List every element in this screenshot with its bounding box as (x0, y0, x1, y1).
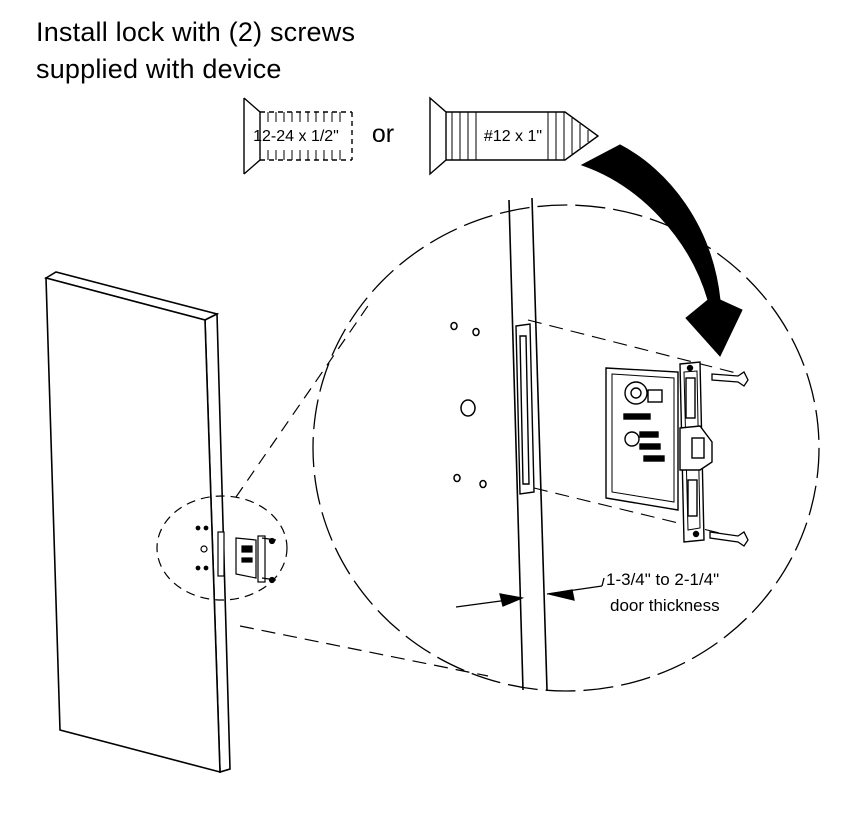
small-lock-detail (156, 495, 288, 601)
door-edge (508, 197, 548, 691)
insert-arrow (580, 144, 743, 357)
mortise-pocket (515, 323, 535, 495)
instruction-line-2: supplied with device (36, 54, 282, 84)
guide-lines (527, 319, 741, 539)
lock-screws (709, 371, 749, 547)
instruction-line-1: Install lock with (2) screws (36, 17, 356, 47)
machine-screw-label: 12-24 x 1/2" (253, 128, 339, 145)
door-holes (450, 321, 487, 489)
mortise-lock (605, 361, 713, 543)
wood-screw (429, 96, 600, 176)
thickness-dimension (455, 577, 605, 608)
machine-screw (243, 97, 353, 175)
dimension-line-2: door thickness (610, 596, 720, 615)
wood-screw-label: #12 x 1" (484, 128, 542, 145)
magnified-view (312, 204, 820, 692)
or-connector: or (372, 120, 394, 148)
door (43, 271, 231, 774)
callout-lines (235, 299, 489, 677)
dimension-line-1: 1-3/4" to 2-1/4" (606, 570, 719, 589)
instruction-text: Install lock with (2) screws supplied wi… (36, 14, 355, 88)
